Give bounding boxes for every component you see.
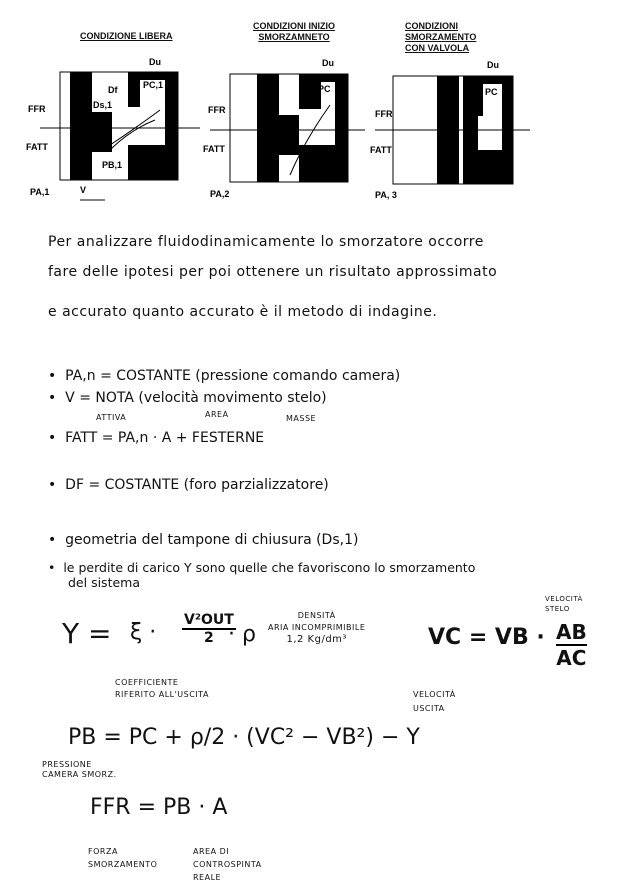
note-masse: MASSE	[286, 414, 317, 423]
svg-text:V: V	[80, 185, 86, 195]
svg-text:FFR: FFR	[28, 104, 46, 114]
note-area: AREA	[205, 410, 229, 419]
svg-text:FFR: FFR	[375, 109, 393, 119]
eq4: FFR = PB · A	[90, 795, 228, 820]
diagram-2: Du PC FFR FATT PA,2	[203, 58, 365, 199]
bullet-force: • FATT = PA,n · A + FESTERNE	[48, 430, 265, 446]
diagram-3: Du PC FFR FATT PA, 3	[370, 60, 530, 200]
svg-text:PB,1: PB,1	[102, 160, 122, 170]
svg-text:PC: PC	[318, 84, 331, 94]
bullet-losses: • le perdite di carico Y sono quelle che…	[48, 560, 476, 575]
svg-text:FFR: FFR	[208, 105, 226, 115]
note-attiva: ATTIVA	[96, 413, 127, 422]
damper-diagrams: Du Df PC,1 Ds,1 PB,1 FFR FATT PA,1 V Du …	[26, 57, 530, 201]
diagram-1-title: CONDIZIONE LIBERA	[80, 31, 173, 41]
intro-line-1: Per analizzare fluidodinamicamente lo sm…	[48, 234, 484, 250]
eq3: PB = PC + ρ/2 · (VC² − VB²) − Y	[68, 725, 420, 750]
bullet-velocity: • V = NOTA (velocità movimento stelo)	[48, 390, 327, 406]
svg-text:FATT: FATT	[203, 144, 225, 154]
svg-text:Du: Du	[149, 57, 161, 67]
svg-text:FATT: FATT	[26, 142, 48, 152]
eq1-lhs: Y =	[62, 617, 112, 650]
bullet-orifice: • DF = COSTANTE (foro parzializzatore)	[48, 477, 329, 493]
diagram-1: Du Df PC,1 Ds,1 PB,1 FFR FATT PA,1 V	[26, 57, 200, 201]
svg-text:PA,2: PA,2	[210, 189, 229, 199]
intro-line-2: fare delle ipotesi per poi ottenere un r…	[48, 264, 498, 280]
bullet-pressure: • PA,n = COSTANTE (pressione comando cam…	[48, 368, 401, 384]
svg-text:Du: Du	[322, 58, 334, 68]
bullet-geometry: • geometria del tampone di chiusura (Ds,…	[48, 532, 359, 548]
svg-text:Df: Df	[108, 85, 118, 95]
svg-text:PC: PC	[485, 87, 498, 97]
svg-text:Ds,1: Ds,1	[93, 100, 112, 110]
svg-text:PA,1: PA,1	[30, 187, 49, 197]
eq1-xi: ξ ·	[130, 620, 157, 645]
eq1-rho: · ρ	[228, 622, 256, 647]
svg-text:PC,1: PC,1	[143, 80, 163, 90]
svg-text:PA, 3: PA, 3	[375, 190, 397, 200]
svg-text:Du: Du	[487, 60, 499, 70]
svg-text:FATT: FATT	[370, 145, 392, 155]
eq2-lhs: VC = VB ·	[428, 625, 545, 650]
bullet-losses-cont: del sistema	[68, 575, 140, 590]
intro-line-3: e accurato quanto accurato è il metodo d…	[48, 304, 438, 320]
